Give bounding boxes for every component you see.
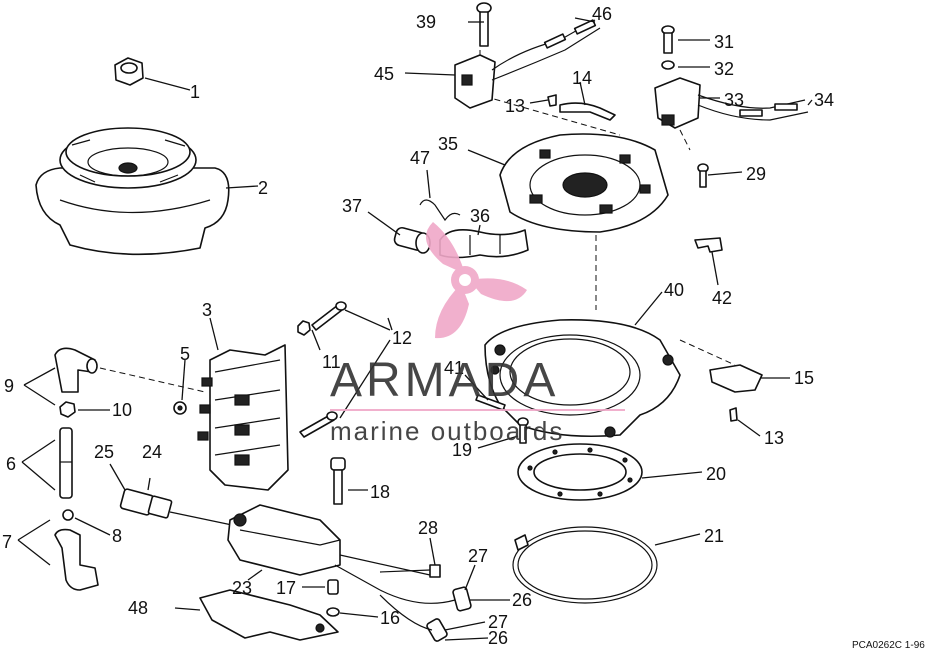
callout-7: 7 bbox=[2, 532, 12, 552]
callout-11: 11 bbox=[322, 352, 341, 372]
callout-41: 41 bbox=[444, 358, 464, 378]
callout-13-upper: 13 bbox=[505, 96, 525, 116]
part-sensor-45 bbox=[454, 54, 496, 109]
part-stator-35 bbox=[499, 133, 669, 233]
callout-26-upper: 26 bbox=[512, 590, 532, 610]
callout-20: 20 bbox=[706, 464, 726, 484]
callout-45: 45 bbox=[374, 64, 394, 84]
callout-42: 42 bbox=[712, 288, 732, 308]
part-washer-32 bbox=[661, 60, 675, 70]
part-clip-47 bbox=[419, 199, 461, 222]
propeller-logo-icon bbox=[425, 222, 527, 339]
leader-lines bbox=[17, 17, 813, 641]
callout-34: 34 bbox=[814, 90, 834, 110]
part-clip-8 bbox=[62, 509, 74, 521]
callout-3: 3 bbox=[202, 300, 212, 320]
callout-labels: 1 2 3 5 6 7 8 9 10 11 12 13 14 15 16 17 … bbox=[2, 4, 834, 648]
callout-47: 47 bbox=[410, 148, 430, 168]
part-terminal-28 bbox=[379, 564, 441, 578]
part-washer-16 bbox=[326, 607, 340, 617]
callout-23: 23 bbox=[232, 578, 252, 598]
watermark-name: ARMADA bbox=[330, 354, 559, 407]
part-bolt-18 bbox=[330, 457, 346, 505]
callout-12: 12 bbox=[392, 328, 412, 348]
part-terminal-27-26 bbox=[379, 586, 472, 642]
part-screw-29 bbox=[697, 163, 709, 188]
part-washer-5 bbox=[173, 401, 187, 415]
part-clip-14 bbox=[559, 102, 616, 121]
callout-27-upper: 27 bbox=[468, 546, 488, 566]
part-bracket-48 bbox=[199, 589, 339, 641]
part-bolt-12-upper bbox=[311, 301, 347, 331]
part-screw-39 bbox=[476, 2, 492, 47]
part-grommet-37 bbox=[393, 226, 431, 254]
callout-36: 36 bbox=[470, 206, 490, 226]
part-armature-plate-40 bbox=[484, 319, 681, 438]
callout-1: 1 bbox=[190, 82, 200, 102]
watermark-tagline: marine outboards bbox=[330, 416, 564, 446]
callout-29: 29 bbox=[746, 164, 766, 184]
callout-15: 15 bbox=[794, 368, 814, 388]
callout-21: 21 bbox=[704, 526, 724, 546]
part-nut-1 bbox=[114, 57, 144, 86]
part-coil-23 bbox=[227, 504, 431, 591]
part-washer-10 bbox=[59, 401, 76, 418]
callout-26-lower: 26 bbox=[488, 628, 508, 648]
callout-19: 19 bbox=[452, 440, 472, 460]
part-bolt-12-lower bbox=[299, 411, 338, 438]
callout-16: 16 bbox=[380, 608, 400, 628]
callout-48: 48 bbox=[128, 598, 148, 618]
callout-10: 10 bbox=[112, 400, 132, 420]
part-snap-ring-21 bbox=[512, 526, 658, 604]
part-ring-20 bbox=[517, 443, 643, 501]
part-tube-6 bbox=[59, 427, 73, 499]
callout-8: 8 bbox=[112, 526, 122, 546]
part-power-pack-3 bbox=[197, 344, 289, 491]
figure-code: PCA0262C 1-96 bbox=[852, 640, 925, 651]
callout-32: 32 bbox=[714, 59, 734, 79]
callout-35: 35 bbox=[438, 134, 458, 154]
callout-13-lower: 13 bbox=[764, 428, 784, 448]
part-screw-31 bbox=[661, 25, 675, 54]
part-screw-13-upper bbox=[547, 94, 557, 107]
part-flywheel-2 bbox=[35, 127, 230, 256]
part-boot-7 bbox=[54, 528, 99, 591]
part-boot-9 bbox=[54, 347, 98, 393]
callout-25: 25 bbox=[94, 442, 114, 462]
part-screw-19 bbox=[517, 417, 529, 444]
part-clip-42 bbox=[694, 237, 723, 253]
callout-39: 39 bbox=[416, 12, 436, 32]
part-nut-11 bbox=[297, 320, 311, 336]
part-cover-15 bbox=[709, 364, 763, 393]
callout-28: 28 bbox=[418, 518, 438, 538]
callout-17: 17 bbox=[276, 578, 296, 598]
part-screw-13-lower bbox=[729, 407, 738, 422]
callout-31: 31 bbox=[714, 32, 734, 52]
callout-46: 46 bbox=[592, 4, 612, 24]
part-spacer-17 bbox=[327, 579, 339, 595]
callout-14: 14 bbox=[572, 68, 592, 88]
watermark: ARMADA marine outboards bbox=[330, 222, 625, 446]
callout-33: 33 bbox=[724, 90, 744, 110]
callout-40: 40 bbox=[664, 280, 684, 300]
callout-37: 37 bbox=[342, 196, 362, 216]
part-connector-24-25 bbox=[119, 488, 233, 526]
part-sensor-33 bbox=[654, 77, 809, 129]
callout-5: 5 bbox=[180, 344, 190, 364]
callout-27-lower: 27 bbox=[488, 612, 508, 632]
part-leads-46 bbox=[491, 19, 601, 81]
part-cam-36 bbox=[439, 229, 529, 259]
callout-24: 24 bbox=[142, 442, 162, 462]
callout-6: 6 bbox=[6, 454, 16, 474]
callout-18: 18 bbox=[370, 482, 390, 502]
callout-2: 2 bbox=[258, 178, 268, 198]
callout-9: 9 bbox=[4, 376, 14, 396]
